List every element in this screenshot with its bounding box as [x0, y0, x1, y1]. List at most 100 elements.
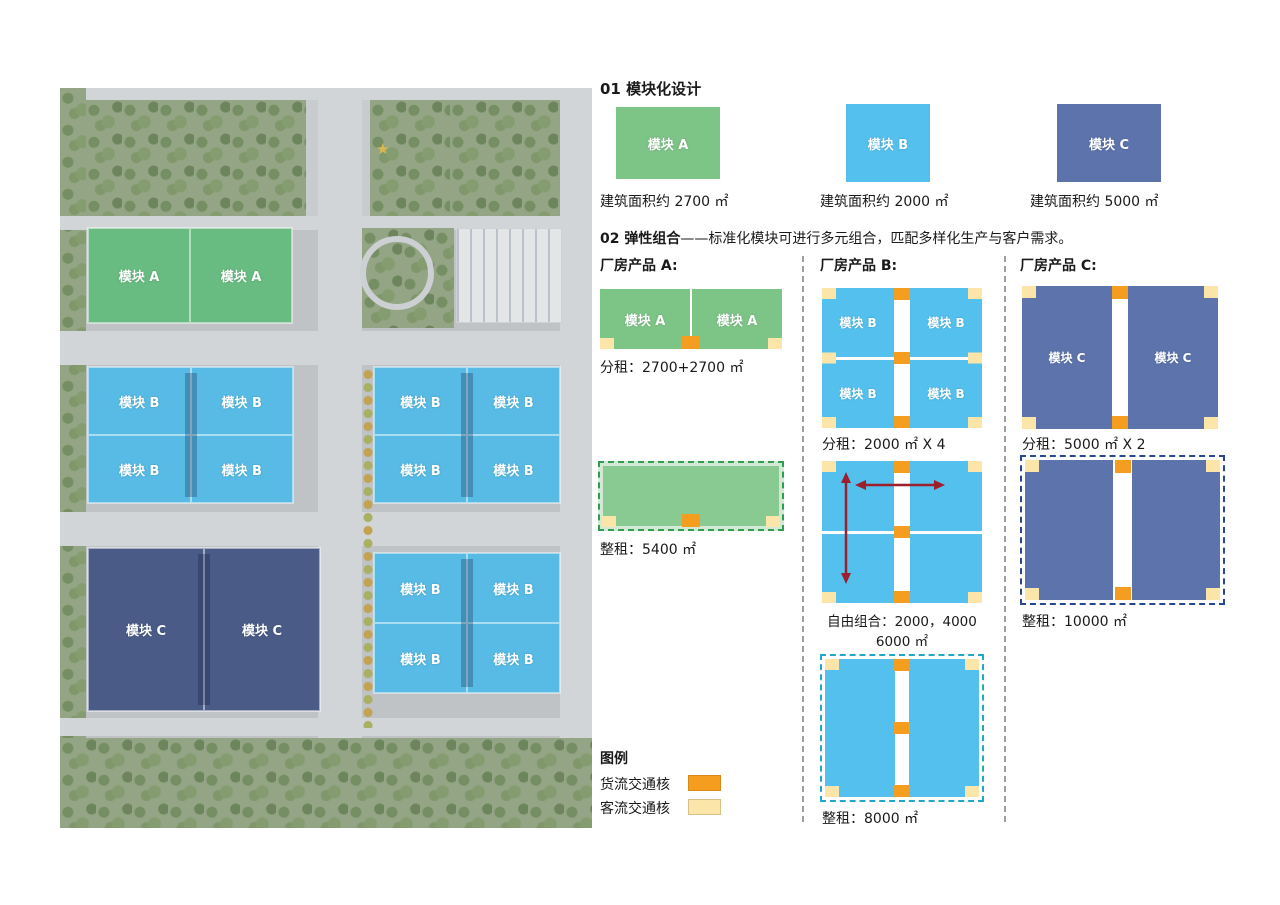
- site-trees-top-mid: [370, 100, 450, 216]
- module-b-label: 模块 B: [221, 463, 262, 479]
- site-trees-left-strip: [60, 88, 86, 828]
- cargo-core-icon: [894, 526, 910, 538]
- product-b-module-cell: [822, 461, 894, 531]
- product-b-free-caption: 自由组合：2000，4000 6000 ㎡: [827, 610, 977, 650]
- passenger-core-icon: [1025, 588, 1039, 600]
- module-a-label: 模块 A: [647, 137, 689, 153]
- site-module-b-cell: 模块 B: [374, 553, 467, 623]
- passenger-core-icon: [602, 516, 616, 527]
- module-a-label: 模块 A: [624, 313, 666, 329]
- site-module-b-cell: 模块 B: [374, 367, 467, 435]
- site-road-h1: [60, 216, 592, 230]
- passenger-core-icon: [600, 338, 614, 349]
- site-building-c: 模块 C 模块 C: [88, 548, 320, 711]
- site-core-strip: [184, 373, 197, 497]
- product-b-module-cell: 模块 B: [910, 288, 982, 357]
- passenger-core-icon: [825, 786, 839, 797]
- site-building-b1: 模块 B 模块 B 模块 B 模块 B: [88, 367, 293, 503]
- passenger-core-icon: [965, 659, 979, 670]
- cargo-core-icon: [894, 352, 910, 364]
- site-road-h4: [60, 718, 592, 736]
- site-module-b-cell: 模块 B: [374, 435, 467, 503]
- passenger-core-icon: [965, 786, 979, 797]
- product-a-header: 厂房产品 A:: [600, 258, 678, 274]
- site-road-vertical-right: [560, 88, 592, 828]
- product-a-whole-diagram: [598, 461, 784, 531]
- site-module-a-cell: 模块 A: [88, 228, 190, 323]
- site-building-b2: 模块 B 模块 B 模块 B 模块 B: [374, 367, 560, 503]
- site-module-b-cell: 模块 B: [467, 367, 560, 435]
- site-building-b3: 模块 B 模块 B 模块 B 模块 B: [374, 553, 560, 693]
- site-plan: ★ 模块 A 模块 A 模块 B 模块 B 模块 B 模块 B 模块 B 模块 …: [60, 88, 592, 828]
- passenger-core-icon: [1206, 460, 1220, 472]
- module-a-area: 建筑面积约 2700 ㎡: [600, 194, 729, 210]
- product-b-module-cell: [822, 533, 894, 603]
- module-b-label: 模块 B: [400, 582, 441, 598]
- legend-passenger-label: 客流交通核: [600, 801, 670, 817]
- module-b-label: 模块 B: [119, 463, 160, 479]
- legend-cargo-swatch: [688, 775, 721, 791]
- module-a-label: 模块 A: [118, 270, 160, 285]
- site-road-vertical: [318, 88, 362, 828]
- module-b-area: 建筑面积约 2000 ㎡: [820, 194, 949, 210]
- passenger-core-icon: [822, 288, 836, 299]
- passenger-core-icon: [766, 516, 780, 527]
- product-b-free-caption-line1: 自由组合：2000，4000: [827, 614, 977, 630]
- site-trees-bottom: [60, 738, 592, 828]
- section2-title: 02 弹性组合——标准化模块可进行多元组合，匹配多样化生产与客户需求。: [600, 228, 1072, 248]
- module-b-label: 模块 B: [221, 395, 262, 411]
- product-a-whole-caption: 整租：5400 ㎡: [600, 542, 697, 558]
- site-module-b-cell: 模块 B: [374, 623, 467, 693]
- module-b-label: 模块 B: [493, 652, 534, 668]
- product-c-whole-caption: 整租：10000 ㎡: [1022, 614, 1127, 630]
- product-c-header: 厂房产品 C:: [1020, 258, 1097, 274]
- cargo-core-icon: [894, 722, 910, 734]
- site-core-strip: [461, 373, 473, 497]
- legend-cargo-label: 货流交通核: [600, 777, 670, 793]
- passenger-core-icon: [822, 417, 836, 428]
- passenger-core-icon: [1025, 460, 1039, 472]
- product-c-module-cell: 模块 C: [1022, 286, 1112, 429]
- site-building-a: 模块 A 模块 A: [88, 228, 292, 323]
- module-half-left: [1025, 460, 1113, 600]
- module-c-label: 模块 C: [1088, 137, 1130, 153]
- legend-passenger-swatch: [688, 799, 721, 815]
- site-module-b-cell: 模块 B: [190, 435, 293, 503]
- site-office-building: [456, 228, 562, 323]
- module-b-label: 模块 B: [493, 395, 534, 411]
- column-separator-1: [802, 256, 804, 822]
- site-module-c-cell: 模块 C: [204, 548, 320, 711]
- legend-title: 图例: [600, 751, 628, 767]
- product-b-module-cell: 模块 B: [910, 359, 982, 428]
- site-road-h2: [60, 331, 592, 365]
- product-b-module-cell: [910, 461, 982, 531]
- passenger-core-icon: [968, 592, 982, 603]
- passenger-core-icon: [1204, 286, 1218, 298]
- cargo-core-icon: [682, 336, 700, 349]
- module-b-swatch: 模块 B: [846, 104, 930, 182]
- module-stack-right: 模块 B 模块 B: [910, 288, 982, 428]
- module-c-label: 模块 C: [125, 624, 167, 639]
- product-a-module-cell: 模块 A: [692, 289, 782, 349]
- site-module-b-cell: 模块 B: [467, 553, 560, 623]
- site-module-b-cell: 模块 B: [467, 435, 560, 503]
- site-trees-top-left: [86, 100, 306, 216]
- module-stack-right: [909, 659, 979, 797]
- site-roundabout: [360, 236, 434, 310]
- module-stack-left: [822, 461, 894, 603]
- product-b-module-cell: [910, 533, 982, 603]
- section2-title-rest: ——标准化模块可进行多元组合，匹配多样化生产与客户需求。: [680, 231, 1073, 247]
- product-c-split-diagram: 模块 C 模块 C: [1022, 286, 1218, 429]
- product-b-header: 厂房产品 B:: [820, 258, 898, 274]
- free-combination-vertical-arrow: [841, 472, 851, 584]
- product-b-module-cell: 模块 B: [822, 359, 894, 428]
- star-icon: ★: [376, 140, 390, 158]
- module-c-label: 模块 C: [1048, 351, 1086, 365]
- site-module-b-cell: 模块 B: [190, 367, 293, 435]
- site-module-b-cell: 模块 B: [467, 623, 560, 693]
- product-b-module-cell: 模块 B: [822, 288, 894, 357]
- module-c-area: 建筑面积约 5000 ㎡: [1030, 194, 1159, 210]
- module-a-label: 模块 A: [220, 270, 262, 285]
- product-a-split-diagram: 模块 A 模块 A: [600, 289, 782, 349]
- module-a-swatch: 模块 A: [616, 107, 720, 179]
